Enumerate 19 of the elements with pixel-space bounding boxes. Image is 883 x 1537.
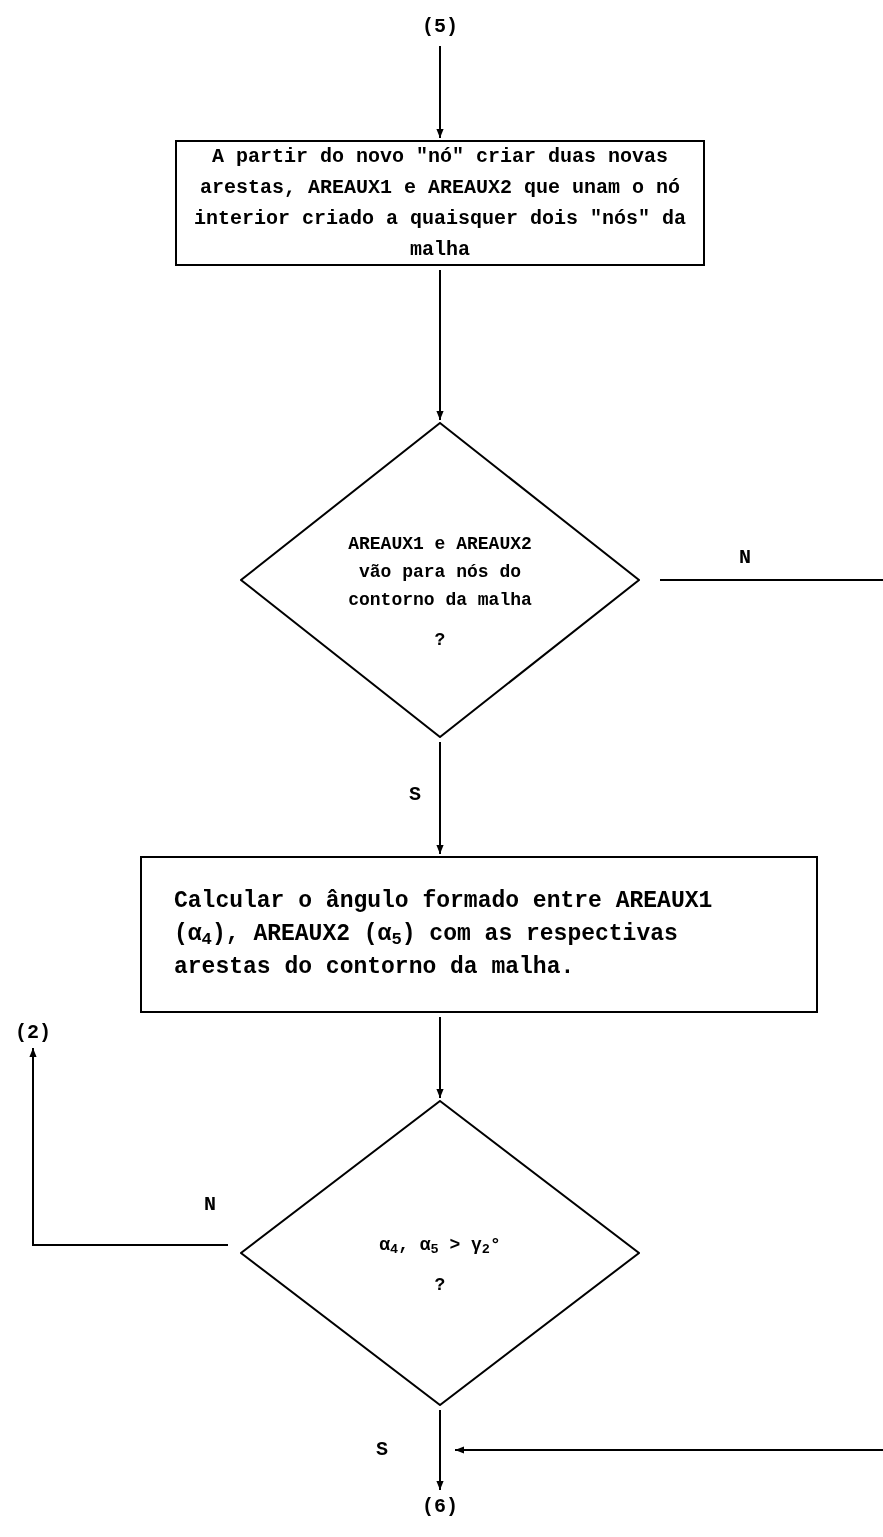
connector-label: (5) bbox=[405, 12, 475, 42]
process-text: Calcular o ângulo formado entre AREAUX1 (α$_{4}$), AREAUX2 (α$_{5}$) com as respectivas arestas do contorno da malha. bbox=[174, 887, 714, 982]
connector-label: (2) bbox=[0, 1018, 66, 1048]
question-mark: ? bbox=[433, 1274, 447, 1297]
arrow bbox=[436, 1409, 444, 1491]
decision-diamond bbox=[240, 1100, 640, 1406]
arrow bbox=[436, 1016, 444, 1099]
decision-text: AREAUX1 e AREAUX2 vão para nós do contorno da malha bbox=[347, 533, 533, 612]
decision-diamond bbox=[240, 422, 640, 738]
arrow bbox=[436, 741, 444, 855]
decision-text: α$_{4}$, α$_{5}$ > γ$_{2}$° bbox=[378, 1234, 502, 1259]
question-mark: ? bbox=[433, 629, 447, 652]
connector-label: (6) bbox=[405, 1492, 475, 1522]
arrow bbox=[436, 269, 444, 421]
process-text: A partir do novo "nó" criar duas novas arestas, AREAUX1 e AREAUX2 que unam o nó interior criado a quaisquer dois "nós" da malha bbox=[193, 144, 687, 263]
process-box bbox=[140, 856, 818, 1013]
arrow bbox=[436, 45, 444, 139]
arrow bbox=[29, 1047, 229, 1246]
arrow bbox=[454, 1446, 883, 1454]
